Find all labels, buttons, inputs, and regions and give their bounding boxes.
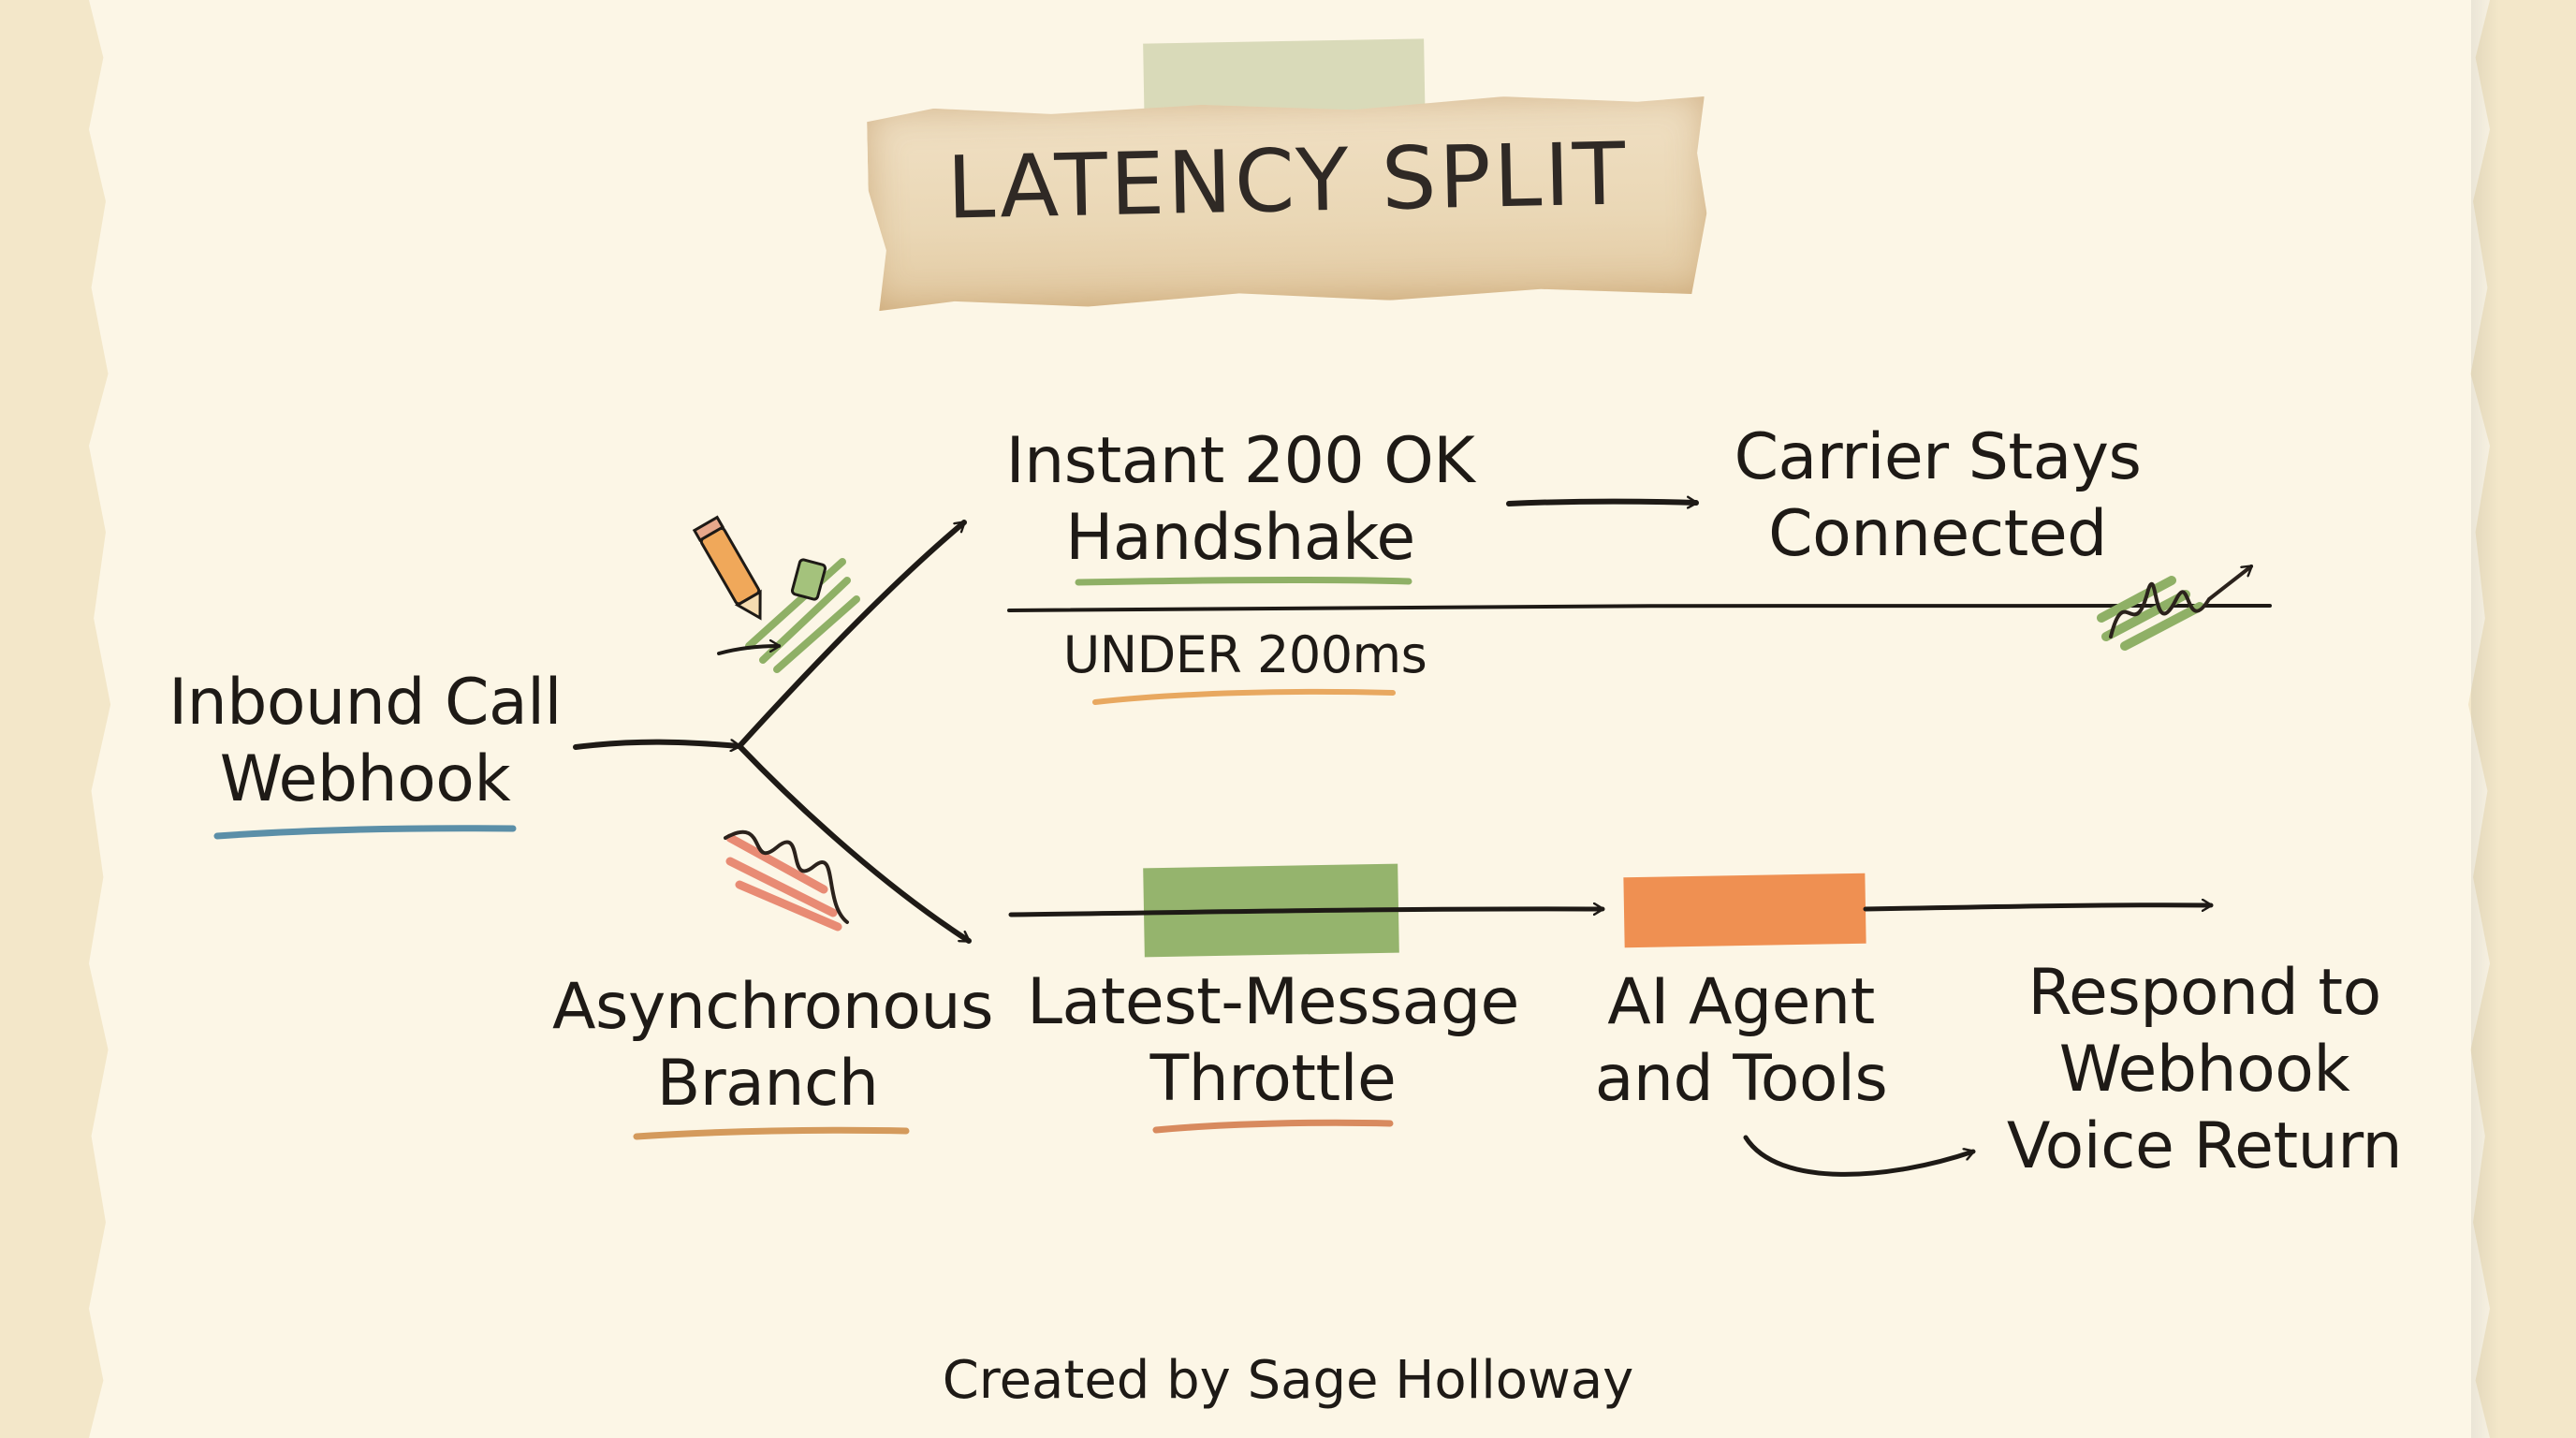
respond-node: Respond to Webhook Voice Return xyxy=(1994,955,2415,1185)
agent-track-arrow xyxy=(1863,905,2214,909)
async-underline xyxy=(633,1126,910,1140)
inbound-call-node: Inbound Call Webhook xyxy=(159,665,571,818)
async-branch-node: Asynchronous Branch xyxy=(552,969,994,1123)
agent-to-respond-arrow xyxy=(1743,1135,1976,1177)
inbound-line-1: Inbound Call xyxy=(168,666,562,740)
inbound-arrow xyxy=(573,742,742,747)
credit-line: Created by Sage Holloway xyxy=(942,1350,1634,1411)
inbound-underline xyxy=(213,825,517,840)
async-line-1: Asynchronous xyxy=(552,970,994,1044)
handshake-underline xyxy=(1075,576,1412,586)
pencil-doodle xyxy=(692,515,762,621)
instant-handshake-node: Instant 200 OK Handshake xyxy=(973,423,1507,577)
instant-line-1: Instant 200 OK xyxy=(1005,424,1475,498)
inbound-line-2: Webhook xyxy=(219,742,511,816)
carrier-line-2: Connected xyxy=(1768,497,2107,571)
eraser-doodle xyxy=(790,558,827,601)
timing-underline xyxy=(1092,688,1396,705)
green-squiggle xyxy=(2097,576,2204,651)
throttle-line-1: Latest-Message xyxy=(1027,965,1519,1039)
agent-line-2: and Tools xyxy=(1594,1042,1888,1116)
pencil-stroke xyxy=(717,646,779,655)
timing-note: UNDER 200ms xyxy=(1062,625,1427,684)
handshake-to-carrier-arrow xyxy=(1506,502,1699,504)
respond-line-1: Respond to xyxy=(2027,956,2381,1030)
paper-edge-shadow xyxy=(2471,0,2499,1438)
throttle-node: Latest-Message Throttle xyxy=(1020,964,1526,1118)
ai-agent-node: AI Agent and Tools xyxy=(1582,964,1900,1118)
throttle-track-arrow xyxy=(1008,909,1605,917)
orange-tape-block xyxy=(1623,873,1866,948)
instant-line-2: Handshake xyxy=(1065,501,1415,575)
branch-down-arrow xyxy=(737,743,972,944)
respond-line-2: Webhook xyxy=(2058,1033,2350,1107)
carrier-stays-node: Carrier Stays Connected xyxy=(1704,419,2172,573)
branch-up-arrow xyxy=(737,520,967,749)
throttle-underline xyxy=(1152,1119,1394,1134)
async-line-2: Branch xyxy=(656,1047,879,1121)
carrier-line-1: Carrier Stays xyxy=(1734,420,2142,494)
coral-scribble xyxy=(725,833,842,932)
timing-line xyxy=(1007,603,2272,612)
throttle-line-2: Throttle xyxy=(1149,1042,1397,1116)
respond-line-3: Voice Return xyxy=(2006,1109,2403,1183)
squiggle-arrow xyxy=(2109,565,2253,638)
coral-loop-doodle xyxy=(724,829,849,924)
agent-line-1: AI Agent xyxy=(1607,965,1875,1039)
